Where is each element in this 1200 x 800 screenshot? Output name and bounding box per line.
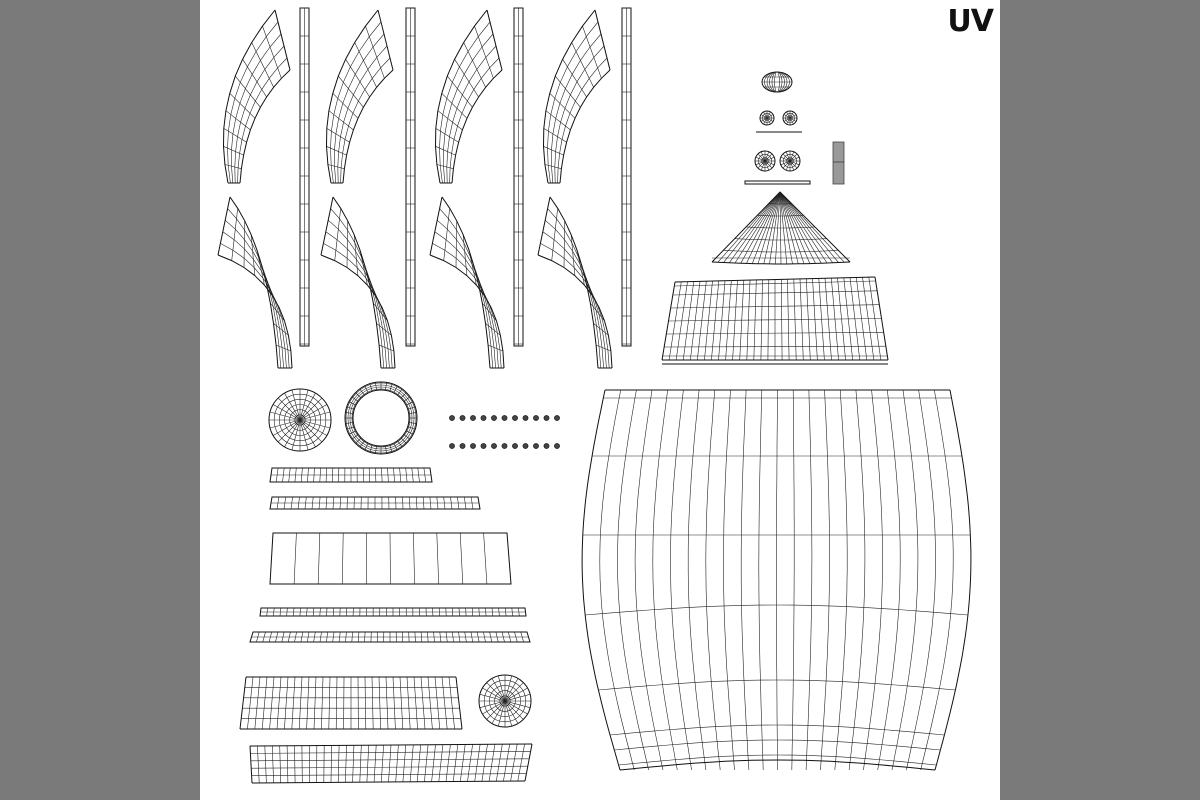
uv-horn-bottom-1	[217, 196, 293, 369]
uv-disc-small-1	[759, 110, 775, 126]
uv-strip-2	[405, 7, 416, 347]
uv-sphere-top	[761, 71, 793, 93]
uv-horn-top-1	[222, 9, 291, 184]
uv-ring-left	[344, 381, 418, 455]
uv-horn-top-4	[542, 9, 611, 184]
uv-strip-3	[513, 7, 524, 347]
uv-strip-ladder-1	[269, 467, 433, 483]
uv-strip-ladder-4	[249, 631, 531, 643]
uv-bar-2	[744, 180, 811, 185]
uv-block-small	[832, 141, 845, 185]
uv-label: UV	[947, 4, 994, 39]
uv-disc-mid-1	[754, 150, 776, 172]
uv-horn-bottom-4	[537, 196, 613, 369]
uv-dome	[711, 191, 851, 265]
uv-layout	[217, 7, 972, 784]
uv-horn-top-2	[325, 9, 394, 184]
uv-strip-4	[621, 7, 632, 347]
uv-skirt-bottom-2	[249, 743, 533, 784]
uv-horn-top-3	[434, 9, 503, 184]
uv-disc-spoked-left	[268, 388, 332, 452]
uv-skirt-bottom-1	[239, 676, 463, 730]
uv-panel-segments	[269, 532, 512, 585]
uv-barrel-main	[581, 389, 972, 771]
uv-strip-ladder-2	[269, 496, 481, 510]
uv-bolts-row-1	[449, 415, 560, 421]
uv-canvas: UV	[200, 0, 1000, 800]
uv-horn-bottom-2	[320, 196, 396, 369]
uv-disc-small-2	[782, 110, 798, 126]
uv-disc-mid-2	[779, 150, 801, 172]
uv-bolts-row-2	[449, 443, 560, 449]
uv-band-right	[661, 276, 889, 365]
uv-horn-bottom-3	[429, 196, 505, 369]
uv-disc-spoked-bottom	[478, 674, 532, 728]
uv-strip-ladder-3	[259, 607, 527, 617]
uv-strip-1	[299, 7, 310, 347]
